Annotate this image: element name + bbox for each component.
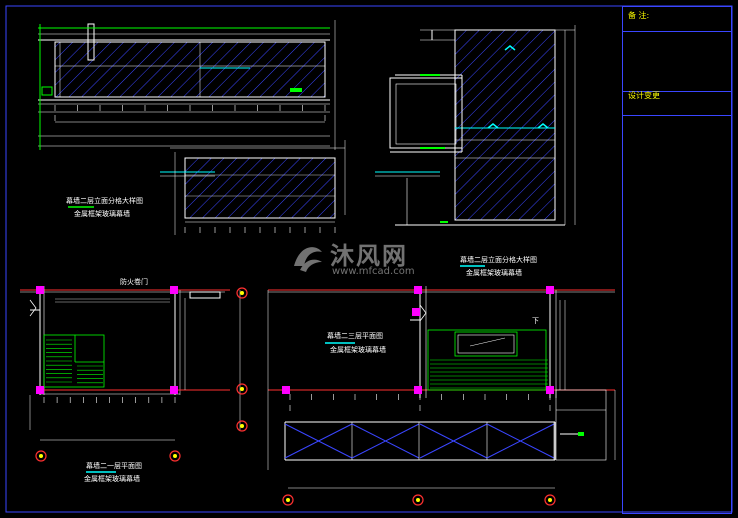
- column-marker-icon: [36, 286, 44, 294]
- watermark: 沐风网 www.mfcad.com: [290, 236, 450, 282]
- column-marker-icon: [546, 286, 554, 294]
- watermark-logo-icon: [294, 247, 322, 272]
- grid-axis-bubble-icon: [236, 287, 248, 299]
- plan-a-drawing: [20, 286, 241, 441]
- elevation-b-dimension-ticks: [184, 227, 336, 233]
- column-marker-icon: [36, 286, 554, 394]
- plan-b-subtitle: 金属框架玻璃幕墙: [330, 346, 386, 354]
- column-marker-icon: [414, 386, 422, 394]
- elevation-a-title: 幕墙二层立面分格大样图: [66, 197, 143, 205]
- elevation-a-dimension-ticks: [54, 105, 326, 121]
- plan-b-dimension-ticks: [289, 394, 551, 411]
- title-block-remarks-label: 备 注:: [628, 11, 650, 20]
- plan-b-title: 幕墙二三层平面图: [327, 332, 383, 340]
- plan-a-title: 幕墙二一层平面图: [86, 462, 142, 470]
- plan-b-down-label: 下: [532, 317, 539, 325]
- watermark-url: www.mfcad.com: [332, 266, 415, 277]
- elevation-a-drawing: [38, 20, 336, 150]
- elevation-b-subtitle: 金属框架玻璃幕墙: [466, 269, 522, 277]
- elevation-b-title: 幕墙二层立面分格大样图: [460, 256, 537, 264]
- column-marker-icon: [170, 286, 178, 294]
- grid-axis-bubble-icon: [35, 450, 47, 462]
- grid-axis-bubble-icon: [544, 494, 556, 506]
- sheet-frame: [5, 5, 733, 513]
- title-block-divider: [623, 31, 731, 32]
- grid-axis-bubble-icon: [35, 287, 556, 506]
- title-block-divider: [623, 115, 731, 116]
- column-marker-icon: [36, 386, 44, 394]
- section-c-drawing: [375, 25, 576, 226]
- plan-a-dimension-ticks: [43, 397, 176, 403]
- column-marker-icon: [282, 386, 290, 394]
- elevation-a-subtitle: 金属框架玻璃幕墙: [74, 210, 130, 218]
- grid-axis-bubble-icon: [236, 383, 248, 395]
- grid-axis-bubble-icon: [412, 494, 424, 506]
- grid-axis-bubble-icon: [282, 494, 294, 506]
- title-underlines: [68, 206, 485, 473]
- column-marker-icon: [412, 308, 420, 316]
- stair-arrow-icon: [46, 339, 103, 384]
- grid-axis-bubble-icon: [169, 450, 181, 462]
- title-block-divider: [623, 91, 731, 92]
- watermark-cn: 沐风网: [330, 242, 408, 270]
- column-marker-icon: [170, 386, 178, 394]
- plan-b-drawing: [267, 286, 616, 489]
- grid-axis-bubble-icon: [236, 420, 248, 432]
- elevation-b-drawing: [160, 140, 346, 235]
- column-marker-icon: [414, 286, 422, 294]
- plan-a-subtitle: 金属框架玻璃幕墙: [84, 475, 140, 483]
- column-marker-icon: [546, 386, 554, 394]
- title-block: [622, 6, 732, 514]
- title-block-change-label: 设计变更: [628, 91, 660, 100]
- plan-a-note: 防火卷门: [120, 278, 148, 286]
